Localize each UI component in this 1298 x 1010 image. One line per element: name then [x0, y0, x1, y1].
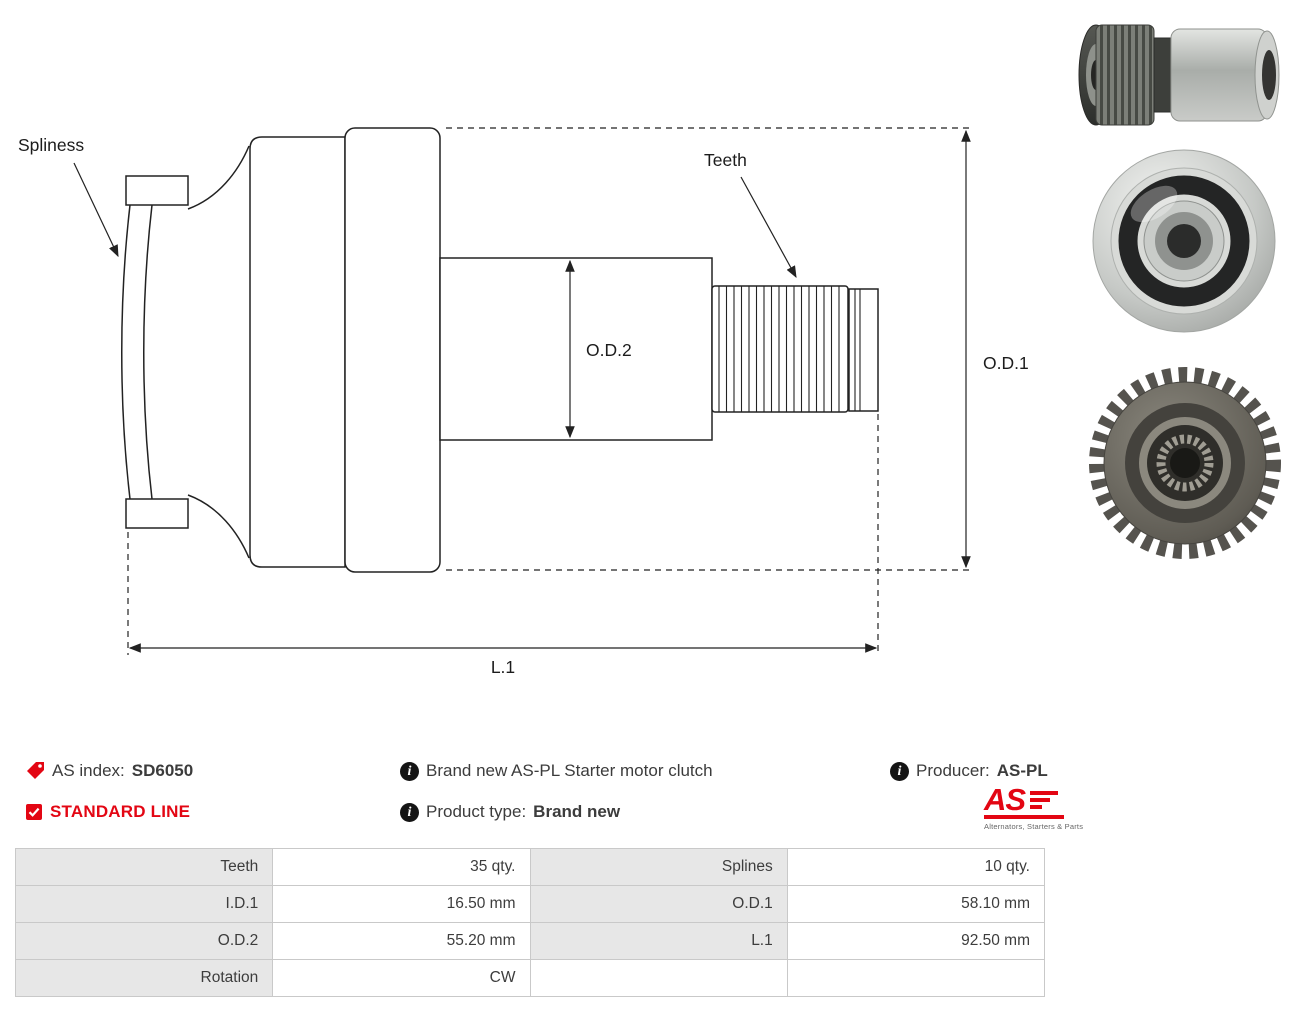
spec-label: I.D.1 [14, 885, 274, 923]
spec-value: 55.20 mm [272, 922, 531, 960]
spec-label: Teeth [14, 848, 274, 886]
spec-label: L.1 [529, 922, 788, 960]
product-type-label: Product type: [426, 802, 527, 821]
l1-label: L.1 [491, 657, 515, 677]
table-row: O.D.2 55.20 mm L.1 92.50 mm [14, 922, 1046, 960]
producer-value: AS-PL [996, 761, 1048, 780]
aspl-logo-text: AS [984, 782, 1026, 817]
dimension-lines [73, 127, 972, 655]
table-row: I.D.1 16.50 mm O.D.1 58.10 mm [14, 885, 1046, 923]
spec-label [529, 959, 788, 997]
aspl-logo: AS Alternators, Starters & Parts [984, 782, 1084, 831]
od2-label: O.D.2 [586, 340, 632, 360]
spec-label: O.D.1 [529, 885, 788, 923]
spec-value: 10 qty. [786, 848, 1046, 886]
table-row: Teeth 35 qty. Splines 10 qty. [14, 848, 1046, 886]
spec-value [786, 959, 1046, 997]
product-photo-gear-view [1089, 367, 1281, 559]
product-photo-front-view [1092, 149, 1276, 333]
description-line: i Brand new AS-PL Starter motor clutch [400, 761, 713, 781]
info-icon: i [400, 802, 419, 822]
product-photo-side-view [1078, 24, 1280, 126]
checkbox-checked-icon [25, 803, 43, 821]
aspl-logo-tagline: Alternators, Starters & Parts [984, 822, 1084, 831]
aspl-logo-underline [984, 815, 1064, 819]
description-text: Brand new AS-PL Starter motor clutch [426, 761, 713, 780]
info-icon: i [890, 761, 909, 781]
product-type-value: Brand new [533, 802, 621, 821]
od1-label: O.D.1 [983, 353, 1029, 373]
producer-label: Producer: [916, 761, 990, 780]
info-icon: i [400, 761, 419, 781]
producer-line: i Producer: AS-PL [890, 761, 1048, 781]
clutch-outline [121, 127, 879, 573]
technical-drawing: Spliness Teeth O.D.2 O.D.1 L.1 [18, 127, 1029, 677]
table-row: Rotation CW [14, 959, 1046, 997]
standard-line-label: STANDARD LINE [50, 802, 191, 821]
spec-value: 58.10 mm [786, 885, 1046, 923]
spec-label: Rotation [14, 959, 274, 997]
dimension-labels: Spliness Teeth O.D.2 O.D.1 L.1 [18, 135, 1029, 677]
as-index-label: AS index: [52, 761, 125, 780]
aspl-logo-stripes-icon [1030, 791, 1059, 809]
product-type-line: i Product type: Brand new [400, 802, 620, 822]
teeth-label: Teeth [704, 150, 747, 170]
as-index-value: SD6050 [131, 761, 194, 780]
spec-value: 35 qty. [272, 848, 531, 886]
as-index-line: AS index: SD6050 [25, 761, 193, 781]
spec-label: Splines [529, 848, 788, 886]
spec-value: 92.50 mm [786, 922, 1046, 960]
standard-line: STANDARD LINE [25, 802, 190, 822]
tag-icon [25, 761, 45, 781]
spec-value: CW [272, 959, 531, 997]
spec-value: 16.50 mm [272, 885, 531, 923]
spliness-label: Spliness [18, 135, 84, 155]
specs-table: Teeth 35 qty. Splines 10 qty. I.D.1 16.5… [14, 848, 1046, 997]
spec-label: O.D.2 [14, 922, 274, 960]
